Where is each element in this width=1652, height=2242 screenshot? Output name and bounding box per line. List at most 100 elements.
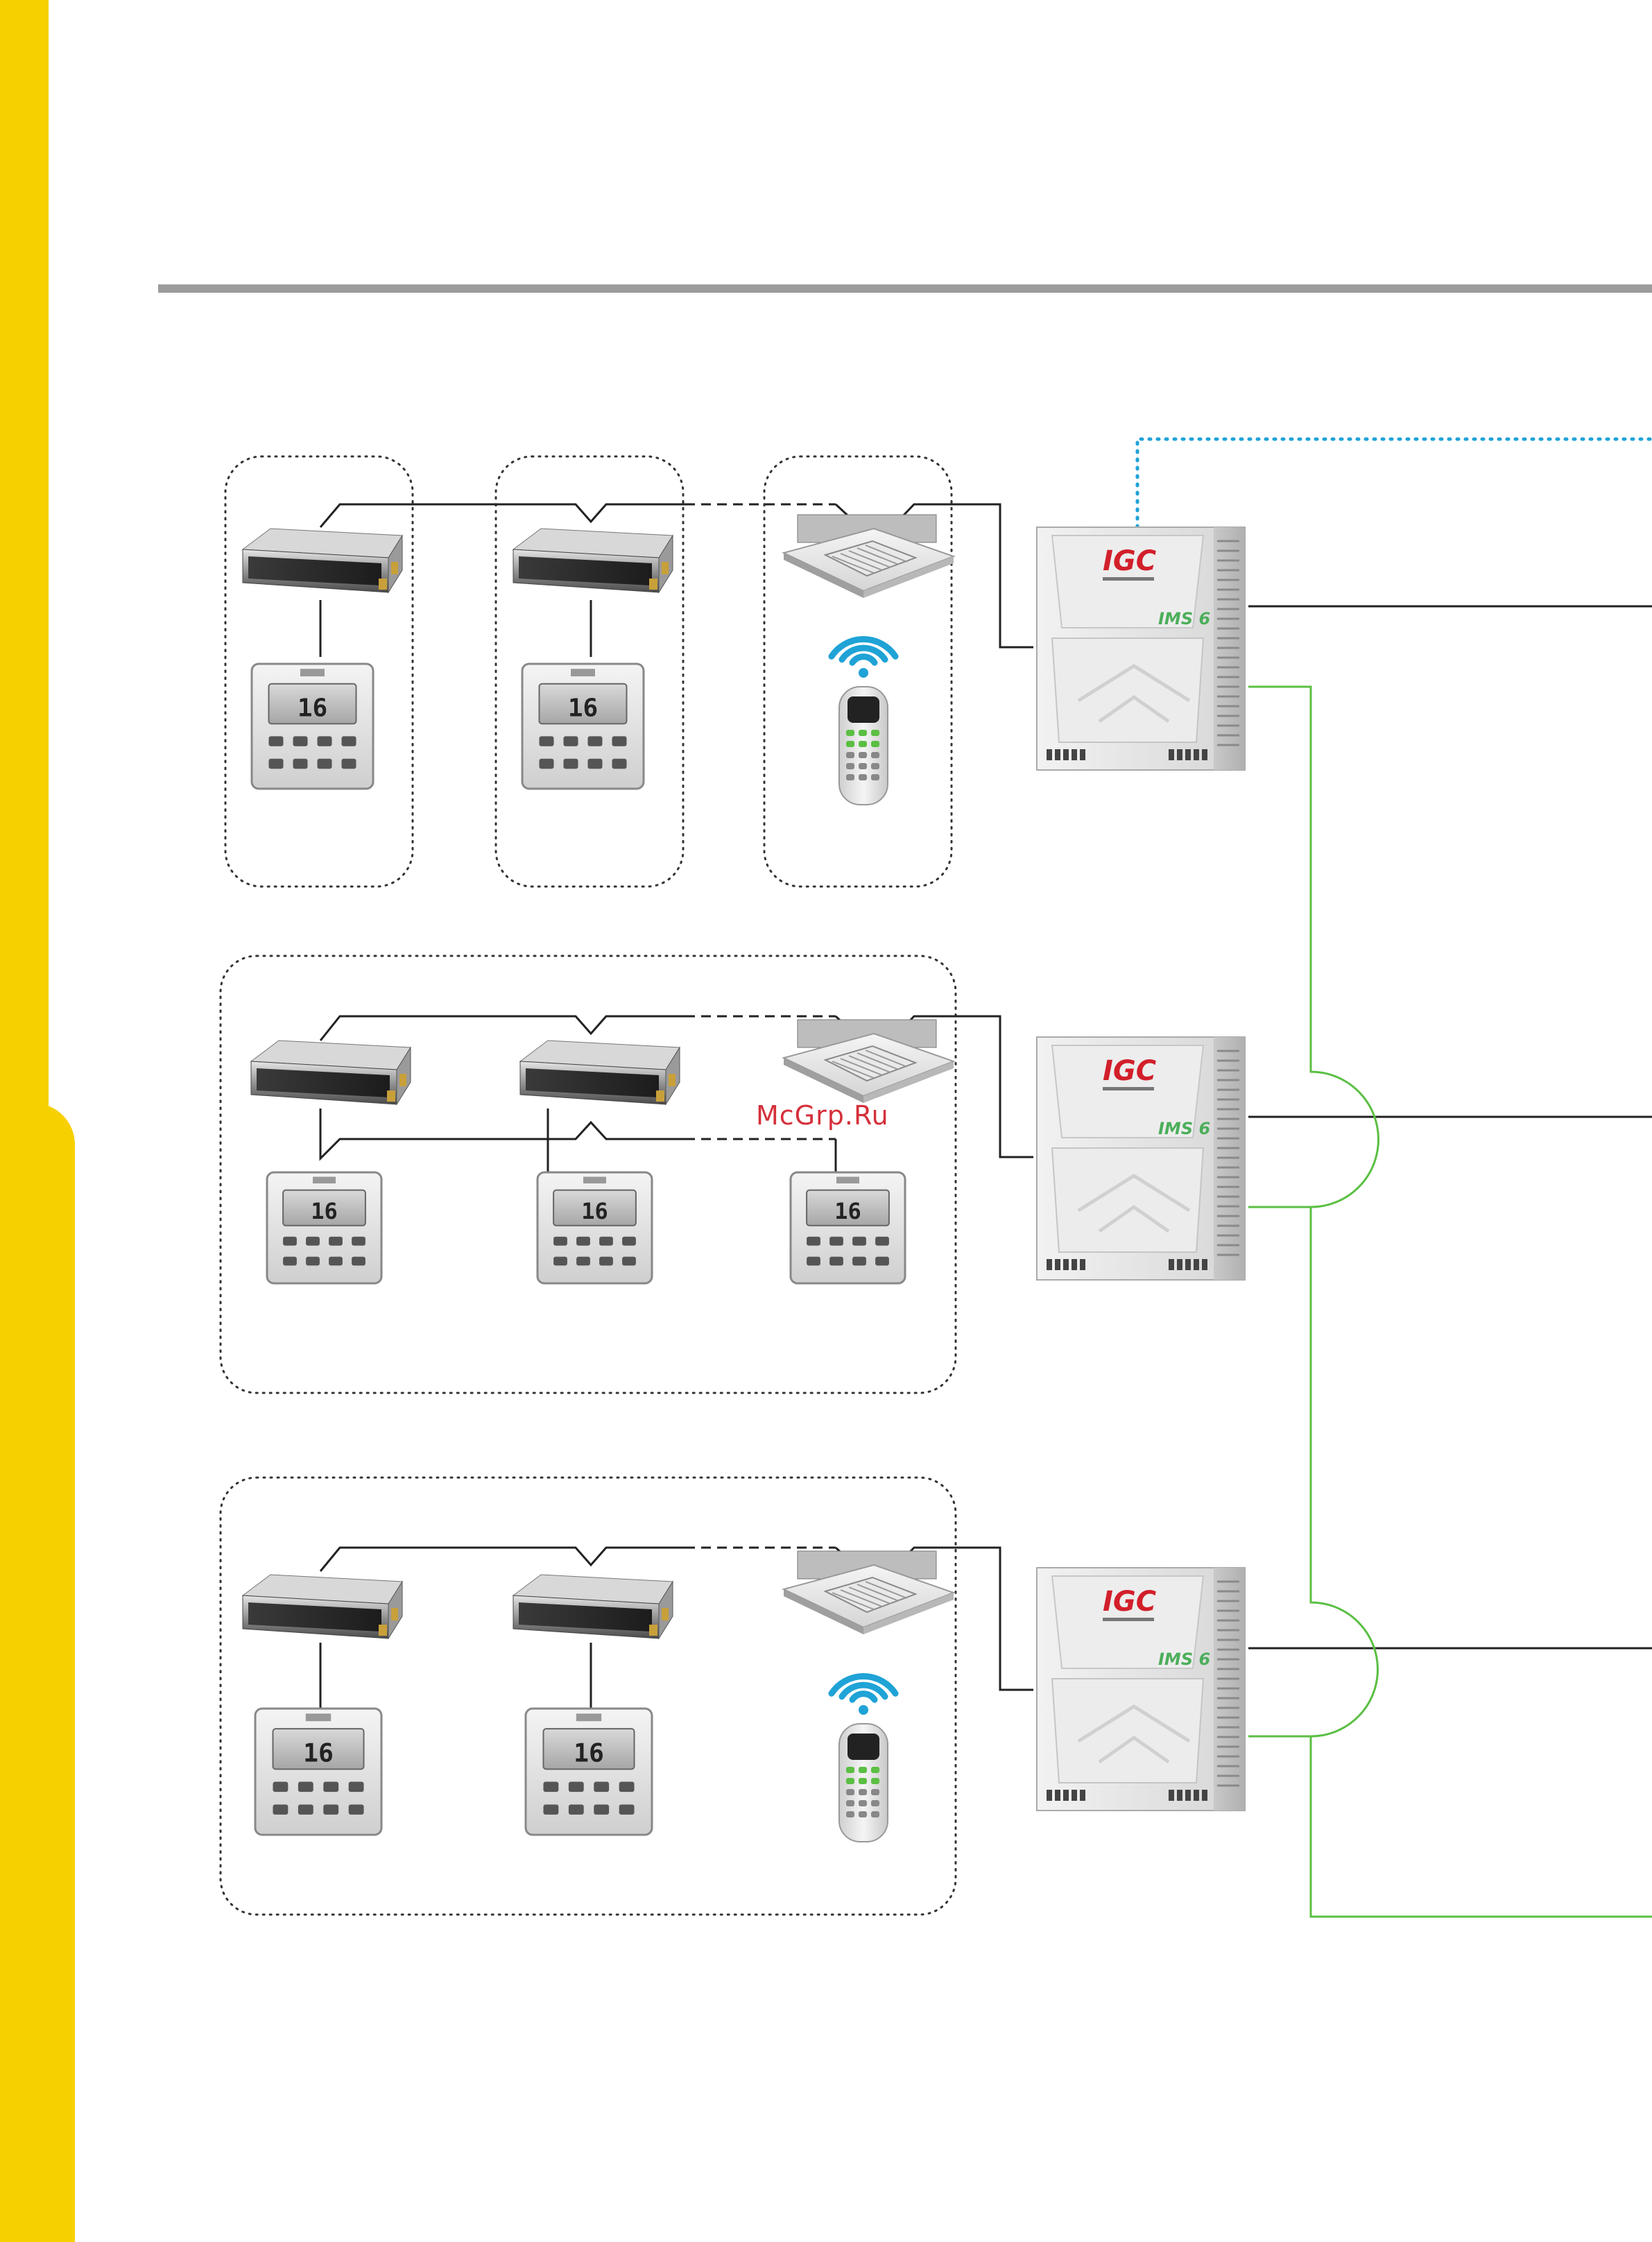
ir-remote-icon [839, 1724, 888, 1842]
controller-logo-mark [583, 1176, 606, 1183]
remote-key [871, 763, 879, 769]
controller-button [293, 736, 308, 746]
outdoor-series-badge: IMS 6 [1158, 609, 1210, 628]
controller-lcd-reading: 16 [581, 1198, 608, 1224]
ducted-indoor-unit-icon [513, 1575, 673, 1638]
controller-button [807, 1237, 820, 1246]
ducted-indoor-unit-icon [243, 529, 402, 592]
controller-button [269, 759, 284, 769]
controller-button [298, 1782, 313, 1792]
duct-pipe-fitting [669, 1074, 676, 1086]
outdoor-foot-slot [1047, 749, 1052, 760]
outdoor-foot-slot [1194, 1259, 1199, 1270]
controller-button [349, 1804, 364, 1815]
wired-controller-icon: 16 [537, 1172, 652, 1283]
network-bus-1-2 [1248, 687, 1379, 1207]
wiring-layer [320, 439, 1652, 1917]
remote-key [859, 1789, 867, 1795]
controller-button [543, 1782, 558, 1792]
controller-lcd-reading: 16 [834, 1198, 861, 1224]
controller-button [588, 759, 603, 769]
controller-lcd-reading: 16 [298, 694, 327, 723]
controller-button [619, 1782, 635, 1792]
controller-button [540, 759, 554, 769]
duct-pipe-fitting [391, 1608, 398, 1620]
outdoor-foot-slot [1047, 1790, 1052, 1801]
remote-key [846, 1767, 854, 1773]
outdoor-foot-slot [1072, 1259, 1077, 1270]
remote-key [846, 752, 854, 758]
controller-button [269, 736, 284, 746]
remote-key [871, 774, 879, 780]
remote-key [859, 730, 867, 736]
controller-lcd-reading: 16 [574, 1738, 604, 1768]
ducted-indoor-unit-icon [251, 1041, 411, 1104]
remote-key [859, 763, 867, 769]
controller-button [829, 1257, 843, 1266]
remote-key [846, 741, 854, 747]
remote-key [846, 774, 854, 780]
cassette-indoor-unit-icon [784, 1020, 954, 1103]
ducted-indoor-unit-icon [513, 529, 673, 592]
controller-button [852, 1257, 866, 1266]
outdoor-foot-slot [1055, 1790, 1060, 1801]
wired-controller-icon: 16 [522, 664, 644, 789]
ir-remote-icon [839, 687, 888, 805]
controller-button [273, 1782, 288, 1792]
remote-key [871, 1789, 879, 1795]
controller-button [599, 1237, 613, 1246]
controller-logo-mark [576, 1713, 601, 1721]
outdoor-brand-underline [1103, 1618, 1154, 1621]
remote-key [871, 730, 879, 736]
remote-key [871, 1767, 879, 1773]
controller-button [619, 1804, 635, 1815]
controller-logo-mark [306, 1713, 331, 1721]
row3-bus-a [320, 1548, 685, 1571]
controller-button [622, 1237, 636, 1246]
controller-button [283, 1237, 297, 1246]
controller-button [569, 1782, 584, 1792]
controller-button [342, 736, 356, 746]
controller-body [537, 1172, 652, 1283]
outdoor-foot-slot [1072, 749, 1077, 760]
watermark: McGrp.Ru [756, 1100, 889, 1131]
remote-key [846, 1778, 854, 1784]
controller-body [791, 1172, 905, 1283]
remote-key [859, 752, 867, 758]
controller-body [252, 664, 373, 789]
controller-button [875, 1257, 889, 1266]
controller-button [588, 736, 603, 746]
cassette-indoor-unit-icon [784, 1551, 954, 1634]
controller-body [522, 664, 644, 789]
wifi-dot [859, 668, 868, 678]
controller-button [306, 1257, 320, 1266]
outdoor-lower-panel [1052, 638, 1203, 742]
controller-button [553, 1237, 567, 1246]
outdoor-foot-slot [1185, 749, 1191, 760]
remote-key [871, 1811, 879, 1817]
controller-button [612, 759, 627, 769]
remote-key [859, 1767, 867, 1773]
controller-button [622, 1257, 636, 1266]
row1-bus-a [320, 504, 685, 527]
controller-body [267, 1172, 381, 1283]
wired-controller-icon: 16 [252, 664, 373, 789]
controller-button [594, 1782, 609, 1792]
controller-button [875, 1237, 889, 1246]
controller-button [569, 1804, 584, 1815]
outdoor-foot-slot [1202, 1259, 1207, 1270]
outdoor-foot-slot [1047, 1259, 1052, 1270]
outdoor-foot-slot [1194, 749, 1199, 760]
wifi-arc-inner [852, 1694, 875, 1700]
remote-key [871, 752, 879, 758]
outdoor-brand-logo: IGC [1103, 545, 1156, 577]
row2-ctrl-bus [320, 1109, 685, 1158]
controller-button [352, 1257, 365, 1266]
outdoor-unit-icon: IGC IMS 6 [1037, 527, 1245, 770]
remote-key [846, 1800, 854, 1806]
remote-key [859, 1800, 867, 1806]
controller-button [540, 736, 554, 746]
controller-button [564, 736, 578, 746]
duct-pipe-fitting-2 [387, 1090, 395, 1102]
